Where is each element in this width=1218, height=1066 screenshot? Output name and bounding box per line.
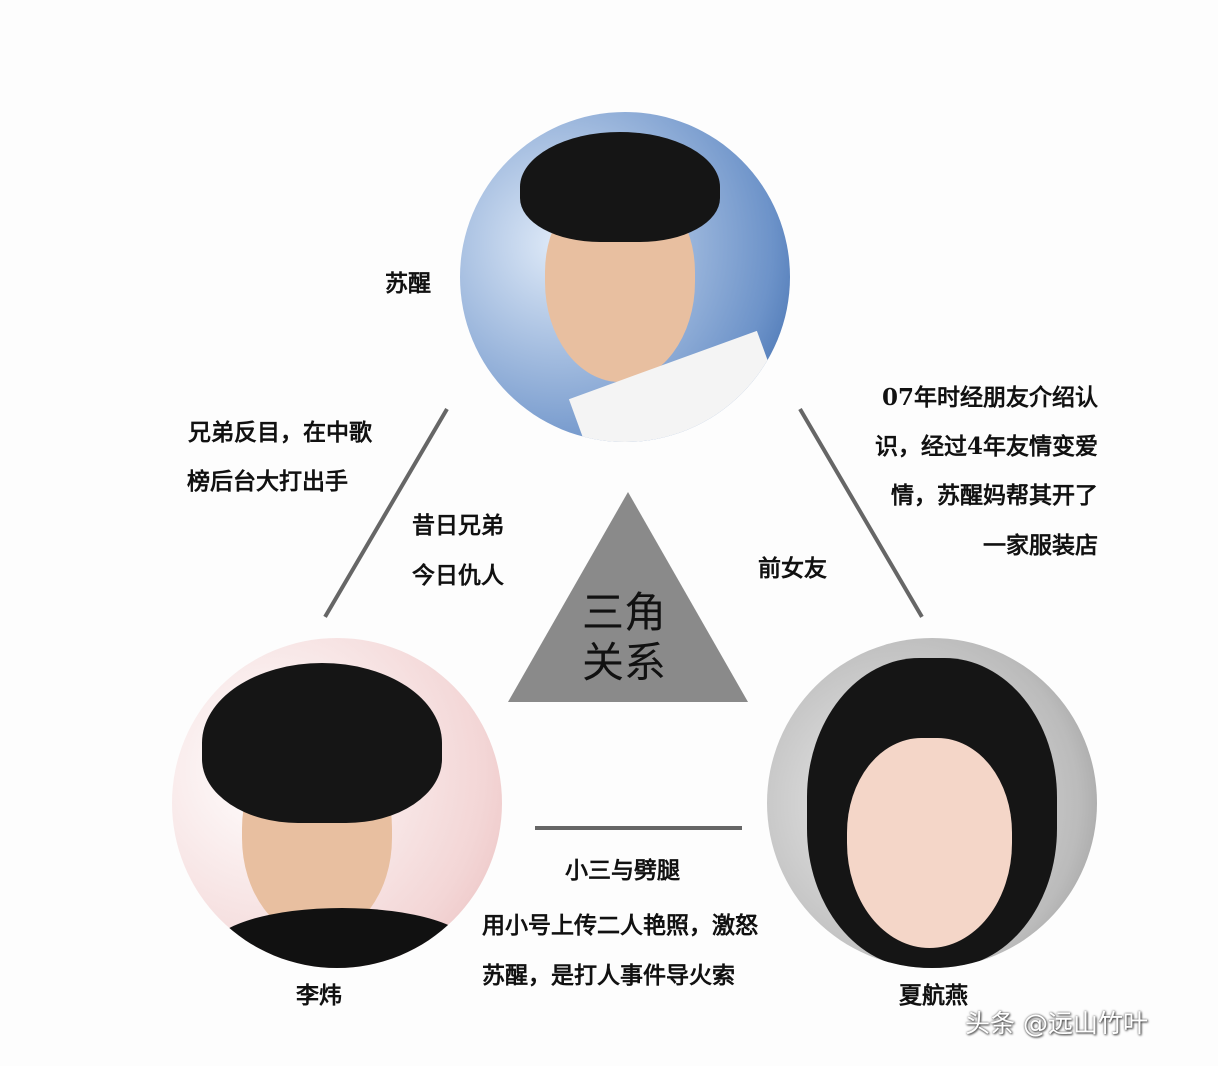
center-title-1: 三角	[582, 588, 667, 637]
name-su-xing: 苏醒	[385, 270, 431, 297]
left-note-1: 兄弟反目，在中歌	[188, 419, 372, 446]
bottom-note-2: 苏醒，是打人事件导火索	[482, 962, 735, 989]
photo-su-xing	[460, 112, 790, 442]
name-li-wei: 李炜	[296, 982, 342, 1009]
left-label-1: 昔日兄弟	[412, 512, 504, 539]
connector-bottom	[535, 826, 742, 830]
bottom-label: 小三与劈腿	[565, 857, 680, 884]
right-note-2: 识，经过4年友情变爱	[874, 433, 1098, 460]
right-note-1: 07年时经朋友介绍认	[881, 384, 1098, 411]
left-label-2: 今日仇人	[412, 562, 504, 589]
center-title-2: 关系	[582, 638, 667, 687]
right-label: 前女友	[758, 555, 827, 582]
watermark: 头条 @远山竹叶	[965, 1009, 1148, 1038]
right-note-3: 情，苏醒妈帮其开了	[891, 482, 1098, 509]
name-xia-hang-yan: 夏航燕	[899, 982, 968, 1009]
bottom-note-1: 用小号上传二人艳照，激怒	[482, 912, 758, 939]
center-triangle	[508, 492, 748, 702]
right-note-4: 一家服装店	[983, 532, 1098, 559]
photo-li-wei	[172, 638, 502, 968]
left-note-2: 榜后台大打出手	[187, 468, 348, 495]
photo-xia-hang-yan	[767, 638, 1097, 968]
